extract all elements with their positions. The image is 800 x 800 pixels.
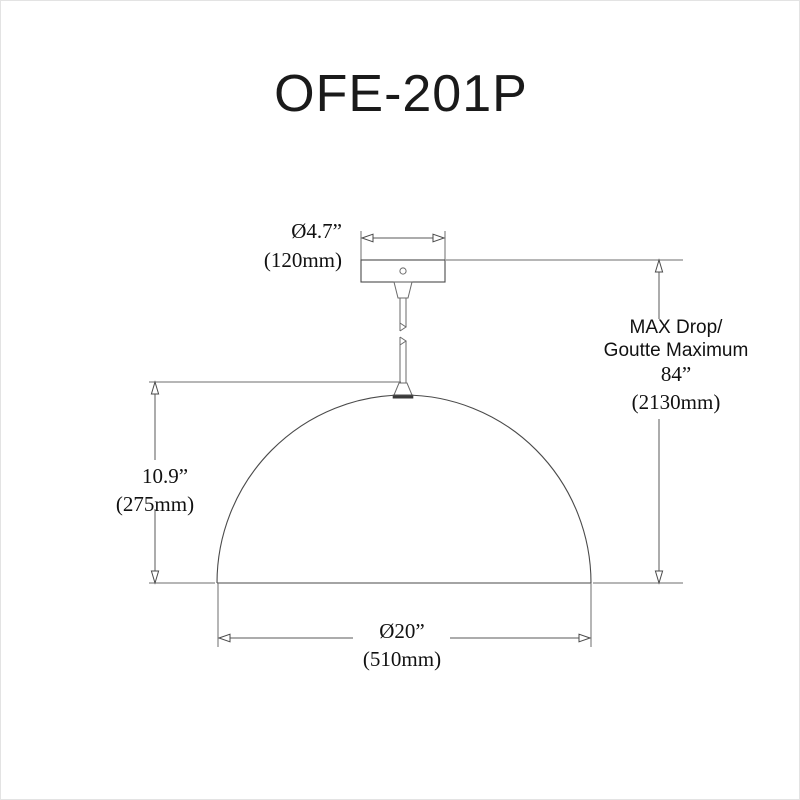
max-drop-label-fr: Goutte Maximum	[604, 340, 749, 361]
max-drop-dimension	[446, 258, 683, 585]
max-drop-imperial-label: 84”	[661, 362, 691, 386]
canopy-assembly	[360, 259, 446, 299]
canopy-dim-arrow-left	[360, 233, 374, 243]
max-drop-arrow-top	[654, 258, 664, 273]
canopy-dim-arrow-right	[432, 233, 446, 243]
dome-shade	[216, 394, 592, 584]
max-drop-arrow-bottom	[654, 570, 664, 585]
shade-diameter-arrow-right	[578, 633, 592, 643]
suspension-cord	[399, 298, 407, 383]
dome-shade-outline	[216, 394, 592, 584]
shade-diameter-metric-label: (510mm)	[363, 647, 441, 671]
shade-diameter-dimension	[217, 583, 592, 647]
shade-height-arrow-bottom	[150, 570, 160, 585]
shade-top-fitting	[392, 382, 414, 399]
shade-height-imperial-label: 10.9”	[142, 464, 188, 488]
canopy-diameter-imperial-label: Ø4.7”	[291, 219, 342, 243]
page-title: OFE-201P	[274, 65, 528, 123]
shade-height-metric-label: (275mm)	[116, 492, 194, 516]
max-drop-label-en: MAX Drop/	[630, 317, 724, 338]
canopy-diameter-dimension	[360, 231, 446, 263]
cord-break-symbol-lower	[399, 336, 407, 346]
canopy-center-hole	[399, 267, 407, 275]
canopy-strain-relief	[393, 281, 413, 299]
canopy-diameter-metric-label: (120mm)	[264, 248, 342, 272]
shade-diameter-imperial-label: Ø20”	[379, 619, 425, 643]
shade-fitting-cone	[393, 382, 413, 396]
canopy-plate	[360, 259, 446, 283]
shade-height-dimension	[149, 380, 401, 585]
shade-diameter-arrow-left	[217, 633, 231, 643]
max-drop-metric-label: (2130mm)	[632, 390, 721, 414]
shade-height-arrow-top	[150, 380, 160, 395]
cord-break-symbol-upper	[399, 322, 407, 332]
